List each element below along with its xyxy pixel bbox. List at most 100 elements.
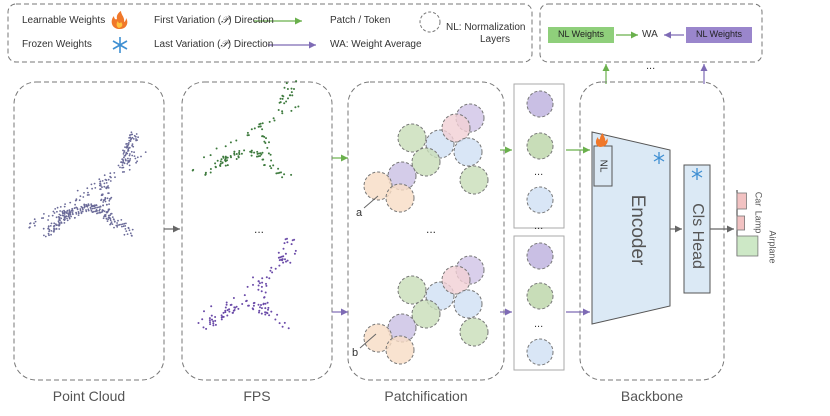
point xyxy=(202,326,205,329)
point xyxy=(95,204,98,207)
point xyxy=(222,155,225,158)
point xyxy=(58,228,61,230)
point xyxy=(247,304,250,307)
point xyxy=(107,185,109,187)
point xyxy=(261,277,264,280)
point xyxy=(123,171,125,173)
point xyxy=(83,192,85,194)
point xyxy=(68,209,71,211)
point xyxy=(113,172,116,174)
point xyxy=(257,288,260,291)
point xyxy=(269,153,272,156)
point xyxy=(99,180,102,183)
point xyxy=(121,223,124,226)
point xyxy=(235,139,238,142)
point xyxy=(43,234,45,237)
point xyxy=(280,171,282,174)
point xyxy=(91,211,94,213)
point xyxy=(203,310,205,313)
point xyxy=(135,133,138,135)
legend-nl-line1: NL: Normalization xyxy=(446,22,526,33)
point xyxy=(215,147,218,150)
point xyxy=(266,301,269,304)
point xyxy=(117,164,120,167)
point xyxy=(284,258,286,261)
point xyxy=(209,154,212,157)
point xyxy=(104,200,107,203)
point xyxy=(120,223,122,226)
point xyxy=(235,158,238,160)
point xyxy=(123,233,126,236)
point xyxy=(55,216,58,219)
point xyxy=(121,166,123,169)
point xyxy=(121,225,123,228)
point xyxy=(219,162,222,165)
point xyxy=(59,210,61,212)
point xyxy=(222,311,225,314)
point xyxy=(69,213,72,216)
point xyxy=(107,218,109,221)
point xyxy=(283,242,286,245)
point xyxy=(63,219,66,222)
point xyxy=(130,131,133,134)
point xyxy=(81,210,84,213)
point xyxy=(214,162,217,165)
marker-b: b xyxy=(352,347,359,359)
point xyxy=(65,211,68,213)
legend-box xyxy=(7,3,533,63)
point xyxy=(282,95,285,98)
point xyxy=(124,146,126,149)
point xyxy=(60,222,63,224)
point xyxy=(126,152,129,155)
point xyxy=(266,312,269,315)
point xyxy=(270,159,273,162)
point xyxy=(121,158,124,161)
point xyxy=(136,160,139,163)
point xyxy=(270,310,273,313)
point xyxy=(48,234,50,237)
point xyxy=(110,221,113,224)
point xyxy=(125,153,127,156)
point xyxy=(127,149,130,152)
point xyxy=(268,314,271,317)
point xyxy=(113,218,115,221)
patch-circle xyxy=(441,113,471,143)
point xyxy=(90,203,93,206)
point xyxy=(116,222,118,224)
point xyxy=(235,153,238,155)
point xyxy=(87,203,90,206)
point xyxy=(64,215,67,218)
point xyxy=(216,159,219,162)
point xyxy=(291,94,294,97)
point xyxy=(107,187,110,189)
point xyxy=(71,212,74,214)
point xyxy=(75,211,77,214)
point xyxy=(290,243,293,246)
point xyxy=(135,161,138,164)
point xyxy=(260,304,262,306)
point xyxy=(49,225,52,227)
point xyxy=(104,214,107,216)
point xyxy=(107,178,110,181)
point xyxy=(122,225,125,228)
point xyxy=(283,173,286,176)
point xyxy=(245,299,248,302)
point xyxy=(79,208,82,210)
point xyxy=(113,220,116,223)
patch-token-symbol xyxy=(419,11,441,33)
point xyxy=(108,208,111,211)
point xyxy=(289,94,292,97)
point xyxy=(264,302,267,305)
point xyxy=(268,141,270,144)
snowflake-icon xyxy=(112,37,128,53)
point xyxy=(258,123,261,126)
point xyxy=(256,150,259,153)
point xyxy=(284,252,287,255)
legend-weight-average: WA: Weight Average xyxy=(330,39,422,50)
point xyxy=(283,86,286,89)
point xyxy=(204,173,207,176)
token-column-first xyxy=(513,83,565,229)
point xyxy=(96,210,98,212)
point xyxy=(77,211,80,213)
point xyxy=(281,97,284,100)
